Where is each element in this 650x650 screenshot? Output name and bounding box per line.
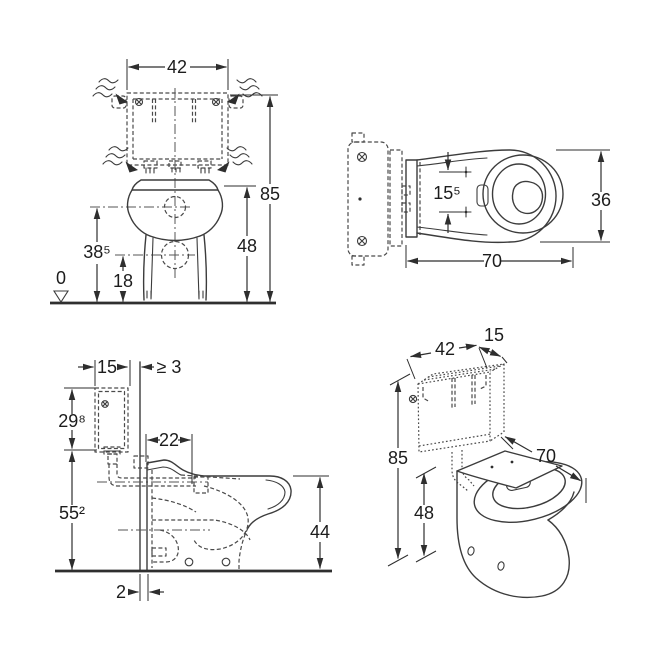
dim-iso-total-height-group: 85 — [387, 373, 411, 567]
flush-pipe-side — [97, 455, 208, 487]
front-view-drawing: 42 85 48 38⁵ 18 0 — [50, 57, 280, 305]
dim-side-mount-height-group: 55² — [59, 451, 85, 570]
dim-front-inlet-height-group: 38⁵ — [83, 208, 111, 302]
dim-front-cistern-width: 42 — [167, 57, 187, 77]
flush-pipe-iso — [451, 450, 475, 492]
dim-front-inlet-height: 38⁵ — [83, 242, 110, 262]
dim-side-rim-height: 44 — [310, 522, 330, 542]
dim-iso-total-height: 85 — [388, 448, 408, 468]
dim-iso-cistern-width-group: 42 — [406, 339, 488, 380]
floor-datum-group: 0 — [52, 268, 70, 304]
dim-iso-cistern-width: 42 — [435, 339, 455, 359]
dim-front-bowl-height: 48 — [237, 236, 257, 256]
toilet-plan-outline — [405, 149, 564, 244]
dim-side-min-clearance-group: ≥ 3 — [141, 357, 182, 377]
datum-triangle — [52, 290, 70, 304]
dim-side-rim-height-group: 44 — [293, 475, 330, 569]
dim-side-pipe-depth: 22 — [159, 430, 179, 450]
side-view-drawing: 15 ≥ 3 29⁸ 55² 22 — [55, 357, 332, 602]
cistern-front-outline — [111, 92, 244, 174]
dim-side-wall-clearance: 2 — [116, 582, 126, 602]
dim-front-outlet-height-group: 18 — [113, 256, 133, 302]
dim-side-wall-clearance-group: 2 — [116, 574, 164, 602]
cistern-side-outline — [94, 387, 129, 465]
wavy-arrow-icon — [226, 78, 263, 106]
dim-plan-total-depth: 70 — [482, 251, 502, 271]
dim-plan-bowl-width: 36 — [591, 190, 611, 210]
dim-side-cistern-depth-group: 15 — [78, 357, 128, 377]
cistern-iso-outline — [408, 363, 505, 453]
dim-side-cistern-height: 29⁸ — [58, 411, 86, 431]
centerlines — [90, 88, 195, 280]
dim-side-mount-height: 55² — [59, 503, 85, 523]
dim-plan-bowl-width-group: 36 — [540, 149, 611, 243]
dim-front-total-height-group: 85 — [230, 94, 280, 302]
dim-side-min-clearance: ≥ 3 — [157, 357, 182, 377]
dim-side-pipe-depth-group: 22 — [145, 430, 193, 484]
dim-iso-rim-height-group: 48 — [414, 466, 437, 563]
dim-plan-fixing-distance-group: 15⁵ — [433, 152, 462, 233]
dim-iso-cistern-depth-group: 15 — [478, 325, 508, 364]
dim-front-cistern-width-group: 42 — [126, 57, 229, 90]
dim-front-total-height: 85 — [260, 184, 280, 204]
dim-plan-fixing-distance: 15⁵ — [433, 183, 460, 203]
toilet-front-outline — [126, 179, 224, 301]
iso-view-drawing: 42 15 85 48 70 — [387, 325, 587, 599]
dim-iso-rim-height: 48 — [414, 503, 434, 523]
wavy-arrow-icon — [92, 78, 129, 106]
dim-iso-total-depth-group: 70 — [500, 436, 587, 503]
dim-side-cistern-height-group: 29⁸ — [58, 387, 97, 451]
dim-side-cistern-depth: 15 — [97, 357, 117, 377]
cistern-plan-outline — [347, 132, 411, 266]
dim-front-bowl-height-group: 48 — [224, 185, 257, 302]
dim-plan-total-depth-group: 70 — [405, 245, 574, 271]
dim-front-outlet-height: 18 — [113, 271, 133, 291]
dim-front-floor-datum: 0 — [56, 268, 66, 288]
toilet-iso-outline — [456, 450, 583, 599]
dim-iso-cistern-depth: 15 — [484, 325, 504, 345]
plan-view-drawing: 15⁵ 36 70 — [347, 132, 611, 271]
dim-iso-total-depth: 70 — [536, 446, 556, 466]
toilet-side-outline — [118, 459, 292, 571]
